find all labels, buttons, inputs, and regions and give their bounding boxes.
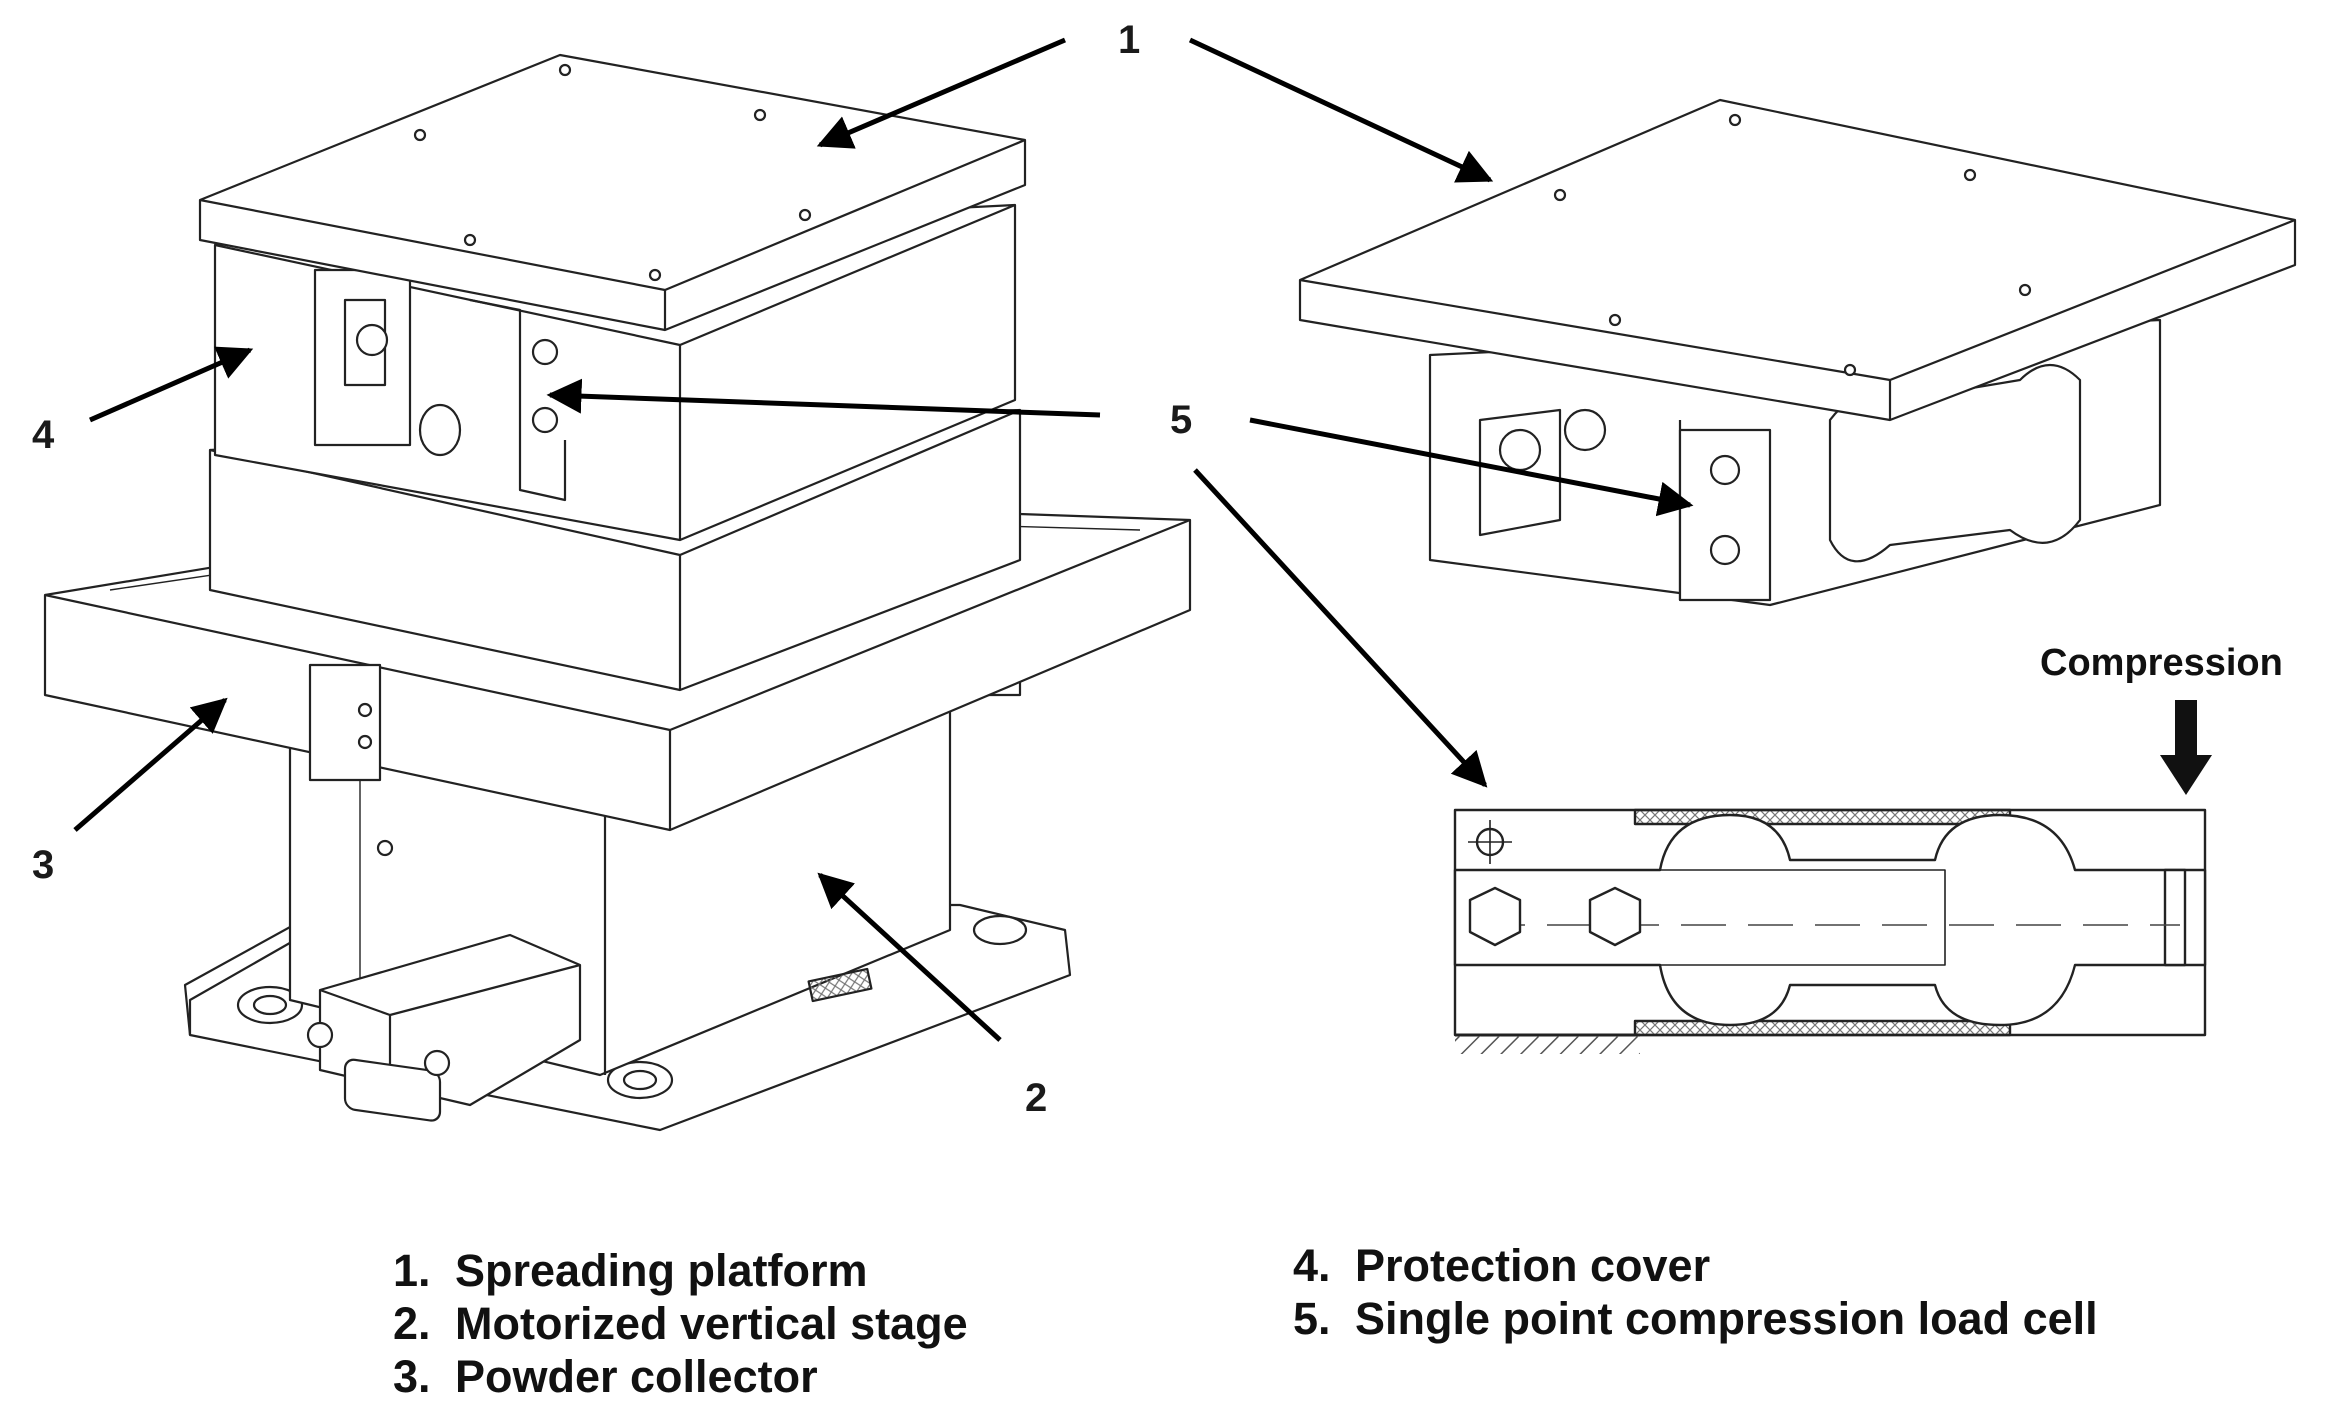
load-cell-section (1453, 808, 2207, 1054)
right-assembly (1298, 98, 2297, 607)
compression-label: Compression (2040, 642, 2283, 684)
legend-item-4: 4.Protection cover (1293, 1240, 1711, 1291)
callout-3: 3 (32, 843, 55, 887)
legend-left: 1.Spreading platform 2.Motorized vertica… (393, 1248, 968, 1407)
callout-5: 5 (1170, 398, 1193, 442)
legend-item-1: 1.Spreading platform (393, 1245, 868, 1296)
legend-item-3: 3.Powder collector (393, 1351, 818, 1402)
left-assembly (43, 53, 1192, 1132)
legend-right: 4.Protection cover 5.Single point compre… (1293, 1243, 2098, 1349)
callout-1: 1 (1118, 18, 1141, 62)
compression-arrow (2160, 700, 2212, 795)
leader-lines (73, 37, 1694, 1042)
legend-item-5: 5.Single point compression load cell (1293, 1293, 2098, 1344)
callout-2: 2 (1025, 1076, 1048, 1120)
connector (318, 933, 582, 1107)
spreading-platform-right (1298, 98, 2297, 422)
legend-item-2: 2.Motorized vertical stage (393, 1298, 968, 1349)
callout-4: 4 (32, 413, 55, 457)
